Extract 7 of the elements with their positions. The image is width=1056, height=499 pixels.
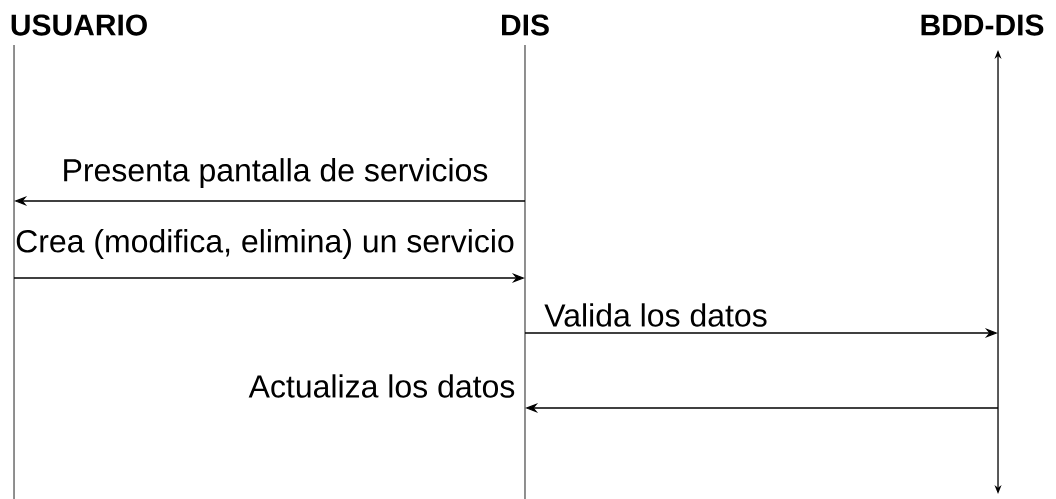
message-label: Crea (modifica, elimina) un servicio <box>16 229 514 259</box>
lifeline-header: BDD-DIS <box>921 14 1044 36</box>
lifeline-header: USUARIO <box>11 14 147 36</box>
lifeline-header: DIS <box>502 14 549 36</box>
message-label: Valida los datos <box>544 303 767 327</box>
message-label: Presenta pantalla de servicios <box>64 158 488 188</box>
message-label: Actualiza los datos <box>248 374 515 398</box>
